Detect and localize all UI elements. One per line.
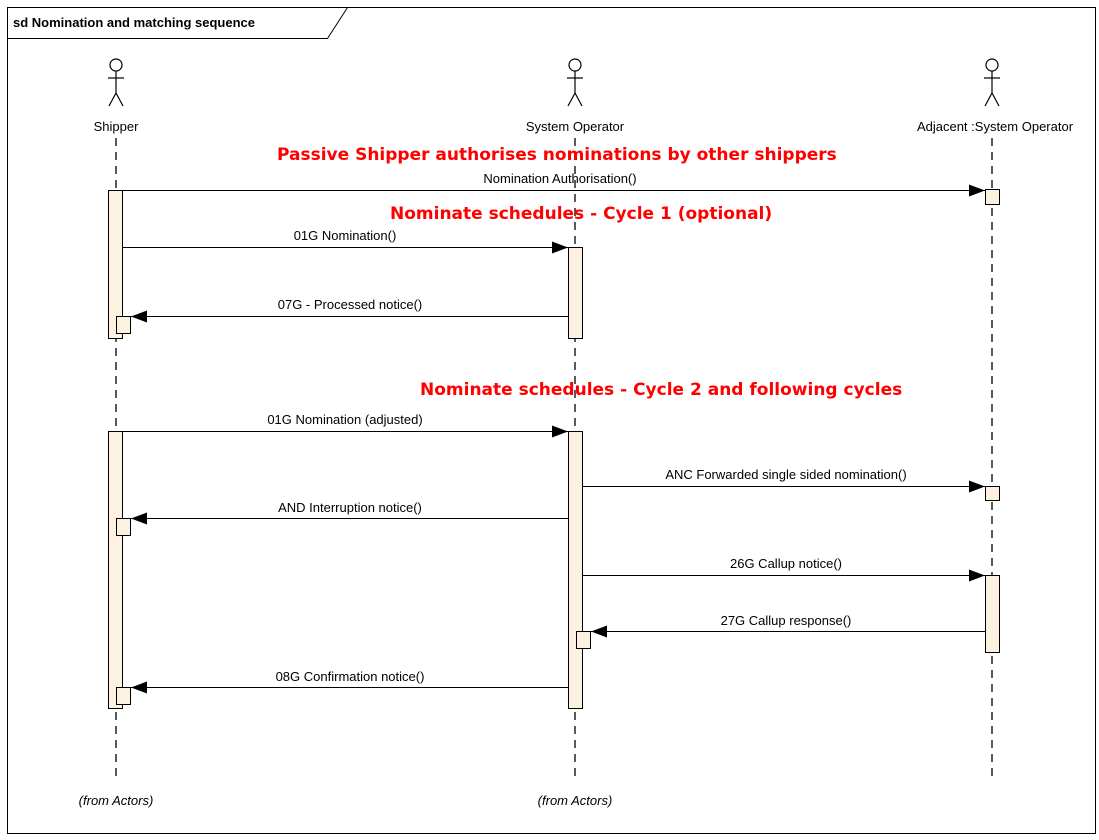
activation-bar-shipper-2 — [108, 431, 123, 709]
message-27g-callup-response: 27G Callup response() — [591, 613, 985, 638]
actor-adjacent-system-operator: Adjacent :System Operator — [917, 58, 1074, 134]
from-actors-shipper: (from Actors) — [79, 793, 154, 808]
message-and-interruption-notice: AND Interruption notice() — [131, 500, 568, 525]
message-08g-confirmation-notice: 08G Confirmation notice() — [131, 669, 568, 694]
activation-box-shipper-interruption — [116, 518, 131, 536]
message-label: 01G Nomination() — [294, 228, 397, 243]
activation-box-shipper-confirmation — [116, 687, 131, 705]
message-label: 27G Callup response() — [721, 613, 852, 628]
message-label: 08G Confirmation notice() — [276, 669, 425, 684]
actor-label-adjacent-system-operator: Adjacent :System Operator — [917, 119, 1074, 134]
message-nomination-authorisation: Nomination Authorisation() — [122, 171, 985, 197]
actor-shipper: Shipper — [94, 58, 139, 134]
message-01g-nomination-adjusted: 01G Nomination (adjusted) — [122, 412, 568, 438]
stick-figure-icon — [567, 58, 583, 107]
message-26g-callup-notice: 26G Callup notice() — [583, 556, 985, 582]
activation-box-adjacent-authorisation — [985, 189, 1000, 205]
message-anc-forwarded-nomination: ANC Forwarded single sided nomination() — [583, 467, 985, 493]
actor-label-shipper: Shipper — [94, 119, 139, 134]
activation-bar-shipper-1 — [108, 190, 123, 339]
message-label: 26G Callup notice() — [730, 556, 842, 571]
message-01g-nomination: 01G Nomination() — [122, 228, 568, 254]
activation-bar-system-operator-1 — [568, 247, 583, 339]
actor-label-system-operator: System Operator — [526, 119, 625, 134]
activation-bar-system-operator-2 — [568, 431, 583, 709]
message-label: ANC Forwarded single sided nomination() — [665, 467, 906, 482]
stick-figure-icon — [984, 58, 1000, 107]
frame-title-tab — [7, 7, 348, 39]
activation-box-adjacent-forwarded — [985, 486, 1000, 501]
note-passive-shipper: Passive Shipper authorises nominations b… — [277, 145, 837, 165]
note-cycle-1: Nominate schedules - Cycle 1 (optional) — [390, 204, 772, 224]
note-cycle-2: Nominate schedules - Cycle 2 and followi… — [420, 380, 902, 400]
message-label: 07G - Processed notice() — [278, 297, 423, 312]
activation-bar-adjacent-callup — [985, 575, 1000, 653]
frame-title: sd Nomination and matching sequence — [13, 15, 255, 30]
from-actors-system-operator: (from Actors) — [538, 793, 613, 808]
activation-box-system-operator-callup-response — [576, 631, 591, 649]
stick-figure-icon — [108, 58, 124, 107]
diagram-frame — [7, 7, 1096, 834]
message-label: Nomination Authorisation() — [483, 171, 636, 186]
message-label: AND Interruption notice() — [278, 500, 422, 515]
message-label: 01G Nomination (adjusted) — [267, 412, 422, 427]
message-07g-processed-notice: 07G - Processed notice() — [131, 297, 568, 323]
activation-box-shipper-processed — [116, 316, 131, 334]
actor-system-operator: System Operator — [526, 58, 625, 134]
